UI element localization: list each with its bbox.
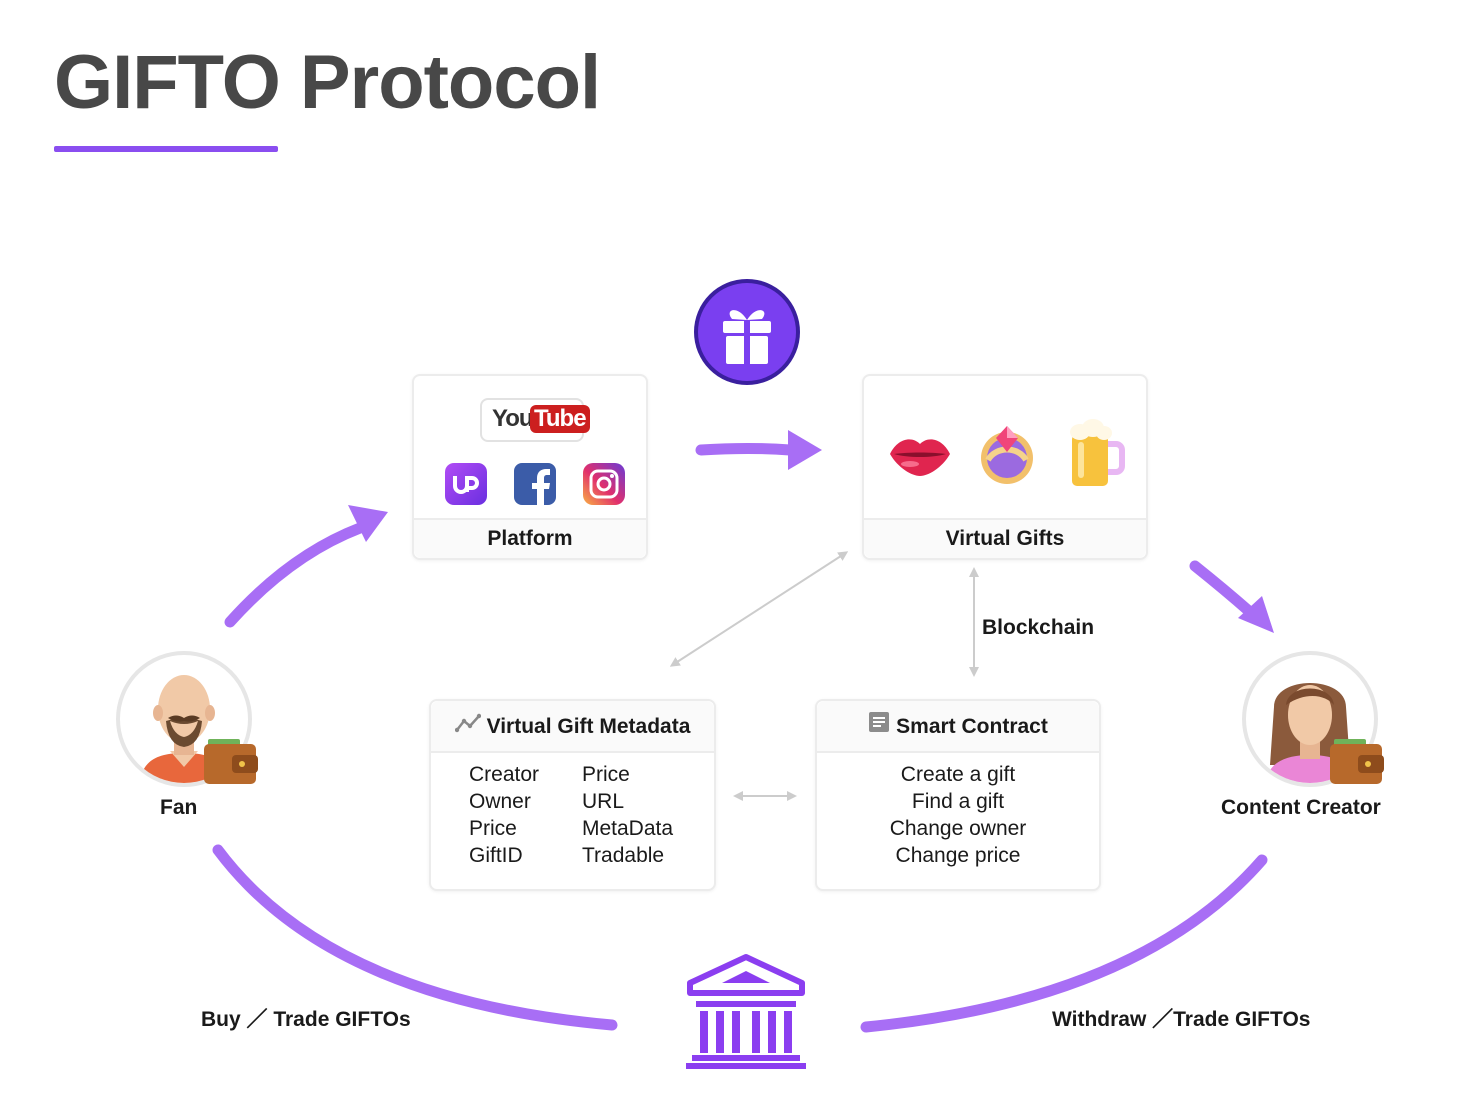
creator-wallet-icon: [1330, 737, 1384, 785]
chart-line-icon: [454, 701, 481, 753]
contract-function: Find a gift: [911, 790, 1005, 813]
metadata-field: URL: [582, 790, 625, 813]
creator-to-bank-curve: [860, 854, 1268, 1033]
metadata-header: Virtual Gift Metadata: [431, 701, 714, 753]
gift-icon: [692, 277, 802, 387]
lips-gift-icon: [888, 422, 952, 486]
title-underline: [54, 146, 278, 152]
instagram-icon: [582, 462, 626, 506]
youtube-logo: You Tube: [480, 398, 590, 442]
gifts-metadata-connector: [669, 551, 849, 667]
smart-contract-header: Smart Contract: [817, 701, 1099, 753]
gifts-to-creator-arrow: [1189, 560, 1274, 633]
buy-trade-label: Buy ／ Trade GIFTOs: [201, 1008, 411, 1031]
fan-wallet-icon: [204, 737, 258, 785]
gem-ring-gift-icon: [974, 420, 1040, 490]
smart-contract-title: Smart Contract: [896, 715, 1048, 738]
virtual-gifts-label: Virtual Gifts: [864, 518, 1146, 558]
metadata-field: Tradable: [582, 844, 665, 867]
fan-to-platform-arrow: [224, 505, 388, 628]
youtube-you-text: You: [492, 405, 534, 432]
metadata-field: MetaData: [582, 817, 674, 840]
metadata-card: Virtual Gift Metadata Creator Owner Pric…: [429, 699, 716, 891]
uplive-icon: [444, 462, 488, 506]
metadata-field: Owner: [469, 790, 531, 813]
contract-document-icon: [868, 701, 890, 753]
platform-card: You Tube Platform: [412, 374, 648, 560]
fan-label: Fan: [160, 796, 198, 819]
fan-to-bank-curve: [212, 844, 618, 1031]
contract-function: Change price: [895, 844, 1021, 867]
metadata-field: Price: [469, 817, 517, 840]
page-title: GIFTO Protocol: [54, 40, 601, 125]
smart-contract-card: Smart Contract Create a gift Find a gift…: [815, 699, 1101, 891]
metadata-left-column: Creator Owner Price GiftID: [469, 761, 539, 869]
blockchain-label: Blockchain: [982, 616, 1095, 639]
metadata-title: Virtual Gift Metadata: [486, 715, 691, 738]
contract-function: Change owner: [889, 817, 1027, 840]
metadata-right-column: Price URL MetaData Tradable: [582, 761, 673, 869]
metadata-field: Creator: [469, 763, 540, 786]
facebook-icon: [513, 462, 557, 506]
content-creator-label: Content Creator: [1221, 796, 1381, 819]
contract-function: Create a gift: [900, 763, 1016, 786]
platform-label: Platform: [414, 518, 646, 558]
metadata-field: Price: [582, 763, 630, 786]
virtual-gifts-card: Virtual Gifts: [862, 374, 1148, 560]
smart-contract-functions: Create a gift Find a gift Change owner C…: [817, 761, 1099, 869]
beer-mug-gift-icon: [1062, 416, 1126, 490]
withdraw-trade-label: Withdraw ／Trade GIFTOs: [1052, 1008, 1311, 1031]
metadata-field: GiftID: [469, 844, 523, 867]
youtube-tube-text: Tube: [530, 405, 590, 433]
platform-to-gifts-arrow: [695, 430, 822, 470]
bank-icon: [684, 953, 808, 1071]
